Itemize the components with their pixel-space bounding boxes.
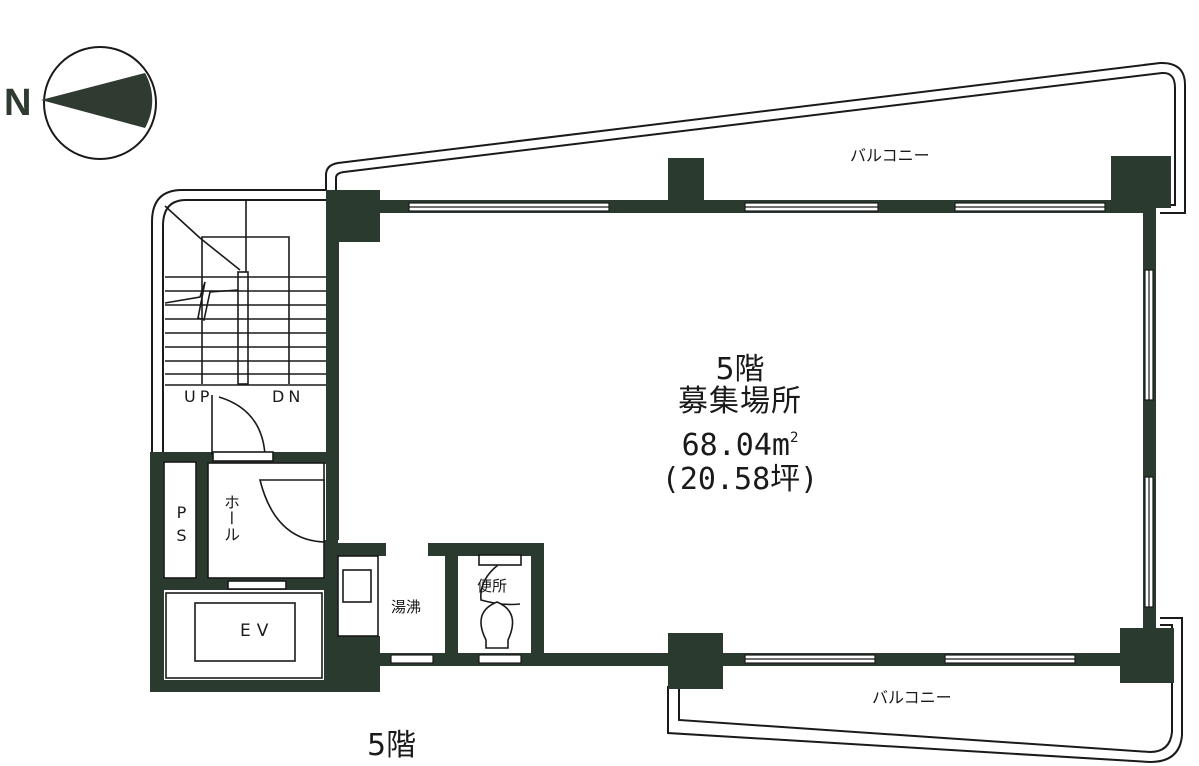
balcony-bottom-label: バルコニー	[872, 688, 952, 707]
balcony-railing-top	[325, 61, 1186, 214]
elevator-label: EV	[240, 621, 275, 641]
core-details	[163, 451, 522, 679]
staircase	[164, 200, 326, 456]
stair-up-label: UP	[184, 387, 214, 406]
windows-right	[1144, 269, 1154, 608]
floor-title: 5階	[367, 728, 417, 763]
main-room-floor: 5階	[715, 352, 765, 387]
windows-top	[408, 202, 1106, 212]
balcony-top-label: バルコニー	[850, 146, 930, 165]
main-room-info: 5階 募集場所 68.04m2 (20.58坪)	[640, 355, 840, 495]
stair-enclosure	[151, 189, 326, 455]
balcony-railing-bottom	[667, 617, 1183, 764]
main-room-name: 募集場所	[678, 384, 802, 419]
main-room-area-tsubo: (20.58坪)	[661, 462, 819, 497]
north-arrow-icon	[41, 46, 157, 160]
compass-north-label: N	[4, 82, 32, 124]
ps-label: PS	[172, 503, 191, 549]
hall-label: ホール	[221, 494, 240, 542]
windows-bottom	[390, 654, 1076, 664]
toilet-label: 便所	[477, 577, 508, 595]
stair-down-label: DN	[272, 387, 305, 406]
kitchenette-label: 湯沸	[391, 598, 422, 616]
main-room-area-m2: 68.04m2	[681, 428, 799, 463]
